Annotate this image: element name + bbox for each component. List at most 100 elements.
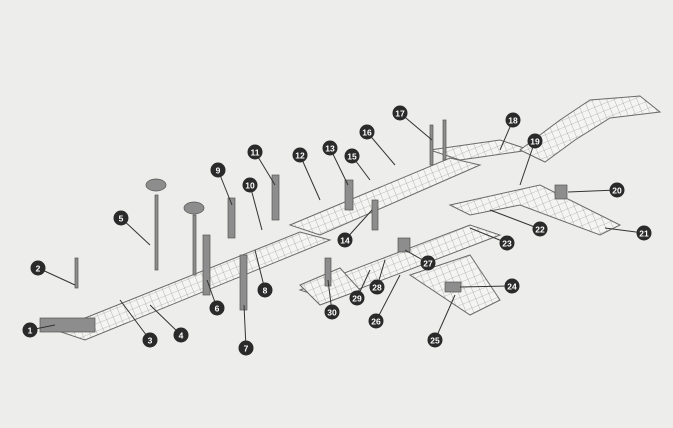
- callout-21: 21: [636, 225, 652, 241]
- callout-number: 8: [263, 286, 268, 296]
- box-27: [397, 237, 411, 253]
- callout-2: 2: [30, 260, 46, 276]
- callout-circle: [636, 225, 652, 241]
- right-branch-tray: [448, 184, 622, 236]
- callout-12: 12: [292, 147, 308, 163]
- callout-circle: [369, 279, 385, 295]
- rod-2: [74, 257, 79, 289]
- leader-line: [249, 184, 263, 231]
- callout-number: 11: [251, 148, 260, 158]
- column-7: [239, 254, 248, 311]
- callout-4: 4: [173, 327, 189, 343]
- callout-circle: [527, 133, 543, 149]
- callout-circle: [505, 112, 521, 128]
- main-tray-upper: [288, 157, 482, 236]
- callout-number: 2: [36, 264, 41, 274]
- leader-line: [434, 294, 456, 341]
- callout-number: 22: [535, 225, 545, 235]
- callout-circle: [22, 322, 38, 338]
- callout-27: 27: [420, 255, 436, 271]
- callout-8: 8: [257, 282, 273, 298]
- callout-20: 20: [609, 182, 625, 198]
- callout-circle: [209, 300, 225, 316]
- callout-number: 6: [215, 304, 220, 314]
- callout-22: 22: [532, 221, 548, 237]
- callout-number: 12: [295, 151, 305, 161]
- callout-5: 5: [113, 210, 129, 226]
- callout-circle: [242, 177, 258, 193]
- ceiling-mount-b: [183, 201, 205, 215]
- callout-circle: [392, 105, 408, 121]
- pendant-rod-b: [192, 214, 197, 276]
- callout-15: 15: [344, 148, 360, 164]
- callout-circle: [322, 140, 338, 156]
- callout-number: 18: [508, 116, 518, 126]
- callout-circle: [499, 235, 515, 251]
- callout-circle: [247, 144, 263, 160]
- callout-number: 29: [352, 294, 362, 304]
- callout-number: 13: [325, 144, 335, 154]
- callout-circle: [257, 282, 273, 298]
- callout-number: 14: [340, 236, 350, 246]
- callout-number: 5: [119, 214, 124, 224]
- callout-circle: [504, 278, 520, 294]
- callout-number: 9: [216, 166, 221, 176]
- bracket-13: [344, 179, 354, 211]
- bracket-9: [227, 197, 236, 239]
- callout-28: 28: [369, 279, 385, 295]
- callout-25: 25: [427, 332, 443, 348]
- callout-30: 30: [324, 304, 340, 320]
- callout-circle: [113, 210, 129, 226]
- callout-13: 13: [322, 140, 338, 156]
- callout-number: 27: [423, 259, 433, 269]
- callout-number: 28: [372, 283, 382, 293]
- callout-10: 10: [242, 177, 258, 193]
- callout-number: 24: [507, 282, 517, 292]
- leader-line: [567, 189, 618, 193]
- leader-line: [375, 274, 401, 322]
- main-tray: [53, 231, 332, 341]
- pendant-rod-5: [154, 194, 159, 271]
- callout-circle: [173, 327, 189, 343]
- callout-7: 7: [238, 340, 254, 356]
- bracket-11: [271, 174, 280, 221]
- callout-circle: [349, 290, 365, 306]
- callout-circle: [427, 332, 443, 348]
- floor-support-1: [39, 317, 96, 333]
- callout-6: 6: [209, 300, 225, 316]
- callout-3: 3: [142, 332, 158, 348]
- callout-circle: [359, 124, 375, 140]
- callout-29: 29: [349, 290, 365, 306]
- callout-number: 26: [371, 317, 381, 327]
- callout-number: 15: [347, 152, 357, 162]
- leader-line: [119, 299, 151, 341]
- callout-circle: [238, 340, 254, 356]
- upper-bend-tray: [519, 95, 662, 163]
- rod-17b: [442, 119, 447, 161]
- callout-circle: [344, 148, 360, 164]
- callout-circle: [532, 221, 548, 237]
- callout-number: 23: [502, 239, 512, 249]
- plate-24: [444, 281, 462, 293]
- callout-number: 7: [244, 344, 249, 354]
- callout-number: 3: [148, 336, 153, 346]
- callout-circle: [30, 260, 46, 276]
- leader-line: [299, 154, 321, 201]
- callout-circle: [368, 313, 384, 329]
- support-20: [554, 184, 568, 200]
- callout-14: 14: [337, 232, 353, 248]
- column-14: [371, 199, 379, 231]
- ceiling-mount-5: [145, 178, 167, 192]
- callout-17: 17: [392, 105, 408, 121]
- callout-circle: [292, 147, 308, 163]
- callout-circle: [142, 332, 158, 348]
- callout-circle: [609, 182, 625, 198]
- callout-number: 10: [245, 181, 255, 191]
- callout-circle: [324, 304, 340, 320]
- leader-lines: [29, 112, 645, 349]
- callout-26: 26: [368, 313, 384, 329]
- callout-circle: [420, 255, 436, 271]
- callout-number: 25: [430, 336, 440, 346]
